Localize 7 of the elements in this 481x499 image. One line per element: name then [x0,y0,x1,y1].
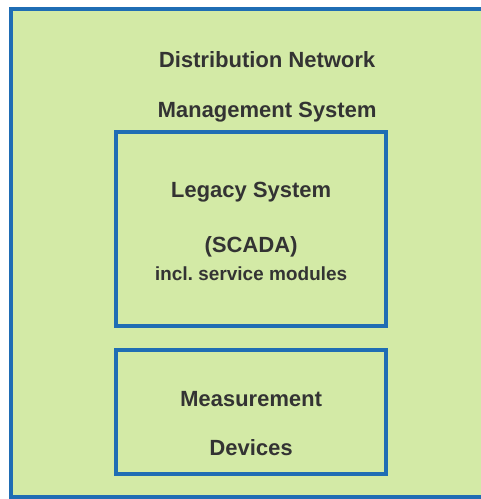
box-title: Distribution Network Management System [156,46,378,124]
container-box [9,7,481,499]
box-title: Legacy System (SCADA) [170,176,332,259]
container-box [114,348,388,476]
container-box [114,130,388,328]
box-subtitle: incl. service modules [154,263,348,287]
box-title: Measurement Devices [179,385,323,462]
